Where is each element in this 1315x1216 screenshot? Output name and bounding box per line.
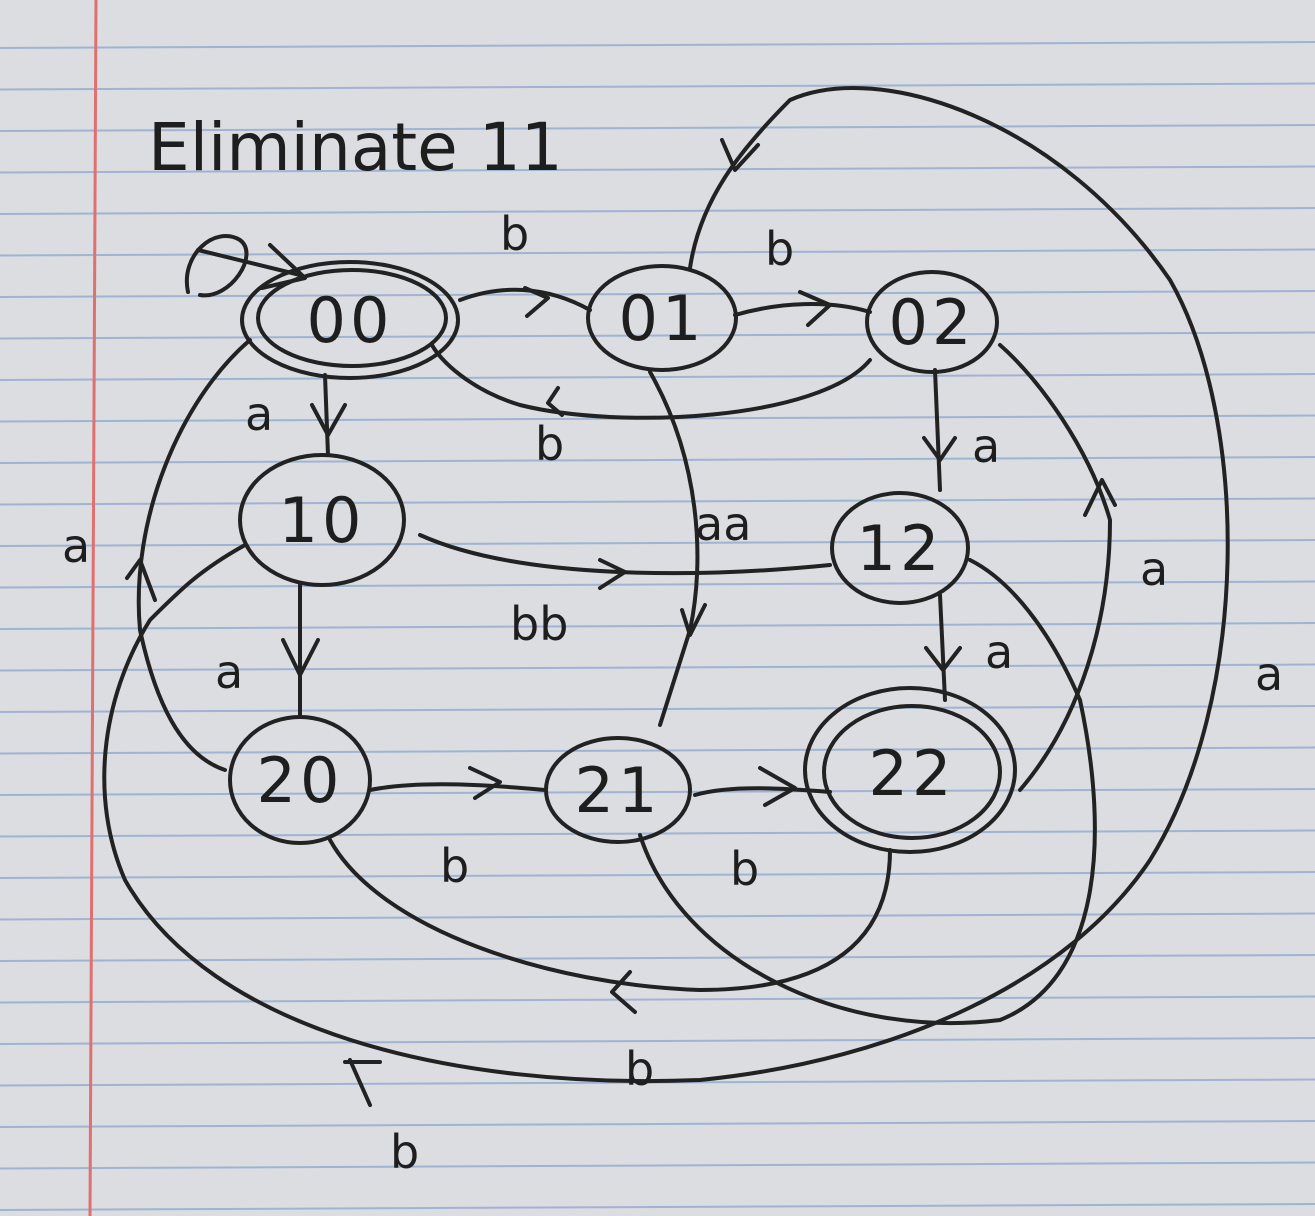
edge-01-02-b <box>733 290 872 327</box>
ruled-line <box>0 705 1315 713</box>
label-12-22: a <box>985 625 1013 679</box>
ruled-line <box>0 497 1315 506</box>
state-22: 22 <box>803 686 1017 854</box>
ruled-line <box>0 912 1315 921</box>
edge-00-01-b <box>458 286 592 318</box>
edge-02-12-a <box>922 368 957 492</box>
ruled-line <box>0 165 1315 174</box>
ruled-line <box>0 1120 1315 1128</box>
ruled-line <box>0 124 1315 132</box>
state-21: 21 <box>544 736 692 844</box>
state-label-12: 12 <box>857 512 944 585</box>
ruled-line <box>0 290 1315 298</box>
label-00-10: a <box>245 387 273 441</box>
edge-02-00-b <box>430 343 872 420</box>
label-00-01: b <box>500 207 529 261</box>
label-02-12: a <box>972 419 1000 473</box>
margin-line <box>88 0 98 1216</box>
ruled-line <box>0 622 1315 630</box>
edge-22-02-a <box>998 343 1117 792</box>
state-00: 00 <box>240 260 460 380</box>
label-20-21: b <box>440 839 469 893</box>
label-21-22: b <box>730 842 759 896</box>
label-02-00: b <box>535 417 564 471</box>
ruled-line <box>0 995 1315 1004</box>
edge-01-22-a <box>102 86 1230 1107</box>
start-arrow <box>184 234 307 298</box>
state-label-20: 20 <box>257 744 344 817</box>
edge-00-10-a <box>310 373 347 457</box>
ruled-line <box>0 207 1315 215</box>
edge-22-20-b <box>328 838 892 1014</box>
label-10-20: a <box>215 645 243 699</box>
ruled-line <box>0 456 1315 464</box>
label-22-20: b <box>625 1042 654 1096</box>
state-label-22: 22 <box>869 737 956 810</box>
ruled-line <box>0 41 1315 49</box>
edge-21-10-b <box>638 558 1097 1026</box>
ruled-line <box>0 1037 1315 1045</box>
ruled-line <box>0 1203 1315 1211</box>
state-label-02: 02 <box>889 286 976 359</box>
edge-20-00-a <box>125 338 252 772</box>
state-02: 02 <box>865 270 999 374</box>
ruled-line <box>0 746 1315 755</box>
edge-10-12-bb <box>418 533 832 590</box>
state-label-00: 00 <box>307 284 394 357</box>
edge-21-22-b <box>693 766 832 807</box>
label-20-00: a <box>62 519 90 573</box>
label-01-22: a <box>1255 647 1283 701</box>
label-22-02: a <box>1140 542 1168 596</box>
state-label-21: 21 <box>575 754 662 827</box>
ruled-line <box>0 539 1315 547</box>
ruled-line <box>0 580 1315 589</box>
state-01: 01 <box>586 264 738 372</box>
ruled-line <box>0 373 1315 381</box>
ruled-line <box>0 788 1315 796</box>
ruled-line <box>0 663 1315 672</box>
label-01-21: aa <box>695 497 751 551</box>
diagram-title: Eliminate 11 <box>148 109 563 186</box>
edge-01-21-aa <box>648 370 707 727</box>
edge-20-21-b <box>368 766 547 800</box>
ruled-line <box>0 331 1315 340</box>
state-label-01: 01 <box>619 282 706 355</box>
state-20: 20 <box>228 715 372 845</box>
ruled-line <box>0 1161 1315 1170</box>
ruled-line <box>0 954 1315 962</box>
edge-10-20-a <box>281 583 320 717</box>
state-label-10: 10 <box>279 484 366 557</box>
ruled-line <box>0 82 1315 91</box>
label-01-02: b <box>765 222 794 276</box>
state-12: 12 <box>830 491 970 605</box>
state-10: 10 <box>238 453 406 587</box>
label-21-10: b <box>390 1125 419 1179</box>
edge-12-22-a <box>924 593 962 702</box>
label-10-12: bb <box>510 597 568 651</box>
